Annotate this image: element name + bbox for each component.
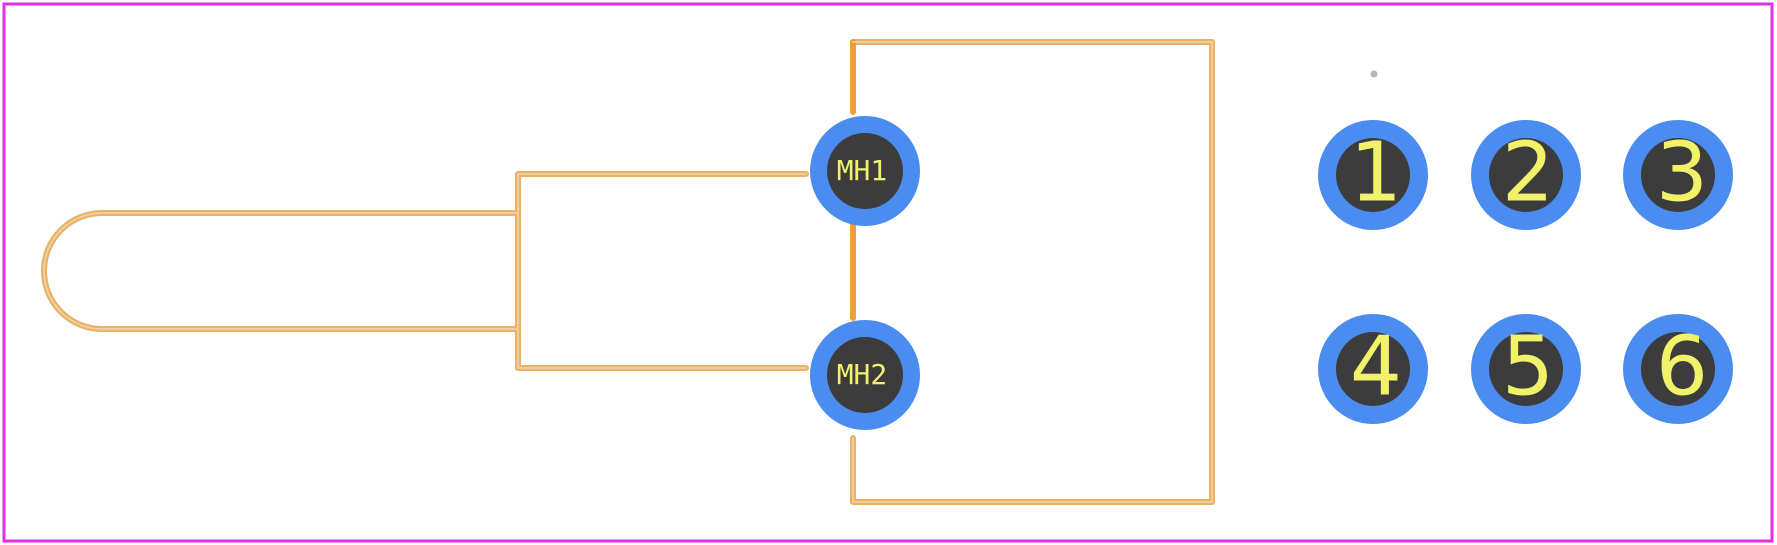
drill-hole <box>1641 138 1715 212</box>
pin-label: 6 <box>1656 319 1708 414</box>
drill-hole <box>1336 138 1410 212</box>
mounting-hole-label: MH2 <box>837 358 888 391</box>
drill-hole <box>1489 138 1563 212</box>
drill-hole <box>827 337 903 413</box>
pad-pin-6[interactable]: 6 <box>1623 314 1733 424</box>
origin-marker <box>1370 70 1378 78</box>
pad-pin-3[interactable]: 3 <box>1623 120 1733 230</box>
pin-label: 1 <box>1350 125 1402 220</box>
mounting-hole-label: MH1 <box>837 154 888 187</box>
silkscreen-body <box>850 39 1215 505</box>
pad-pin-1[interactable]: 1 <box>1318 120 1428 230</box>
pin-label: 4 <box>1350 319 1402 414</box>
drill-hole <box>1489 332 1563 406</box>
pad-pin-4[interactable]: 4 <box>1318 314 1428 424</box>
silkscreen-lever <box>41 171 809 371</box>
pad-pin-2[interactable]: 2 <box>1471 120 1581 230</box>
drill-hole <box>1336 332 1410 406</box>
mounting-hole-mh2[interactable]: MH2 <box>810 320 920 430</box>
drill-hole <box>827 133 903 209</box>
pad-pin-5[interactable]: 5 <box>1471 314 1581 424</box>
mounting-hole-mh1[interactable]: MH1 <box>810 116 920 226</box>
pin-label: 2 <box>1502 125 1554 220</box>
pin-label: 5 <box>1502 319 1554 414</box>
drill-hole <box>1641 332 1715 406</box>
pin-label: 3 <box>1656 125 1708 220</box>
